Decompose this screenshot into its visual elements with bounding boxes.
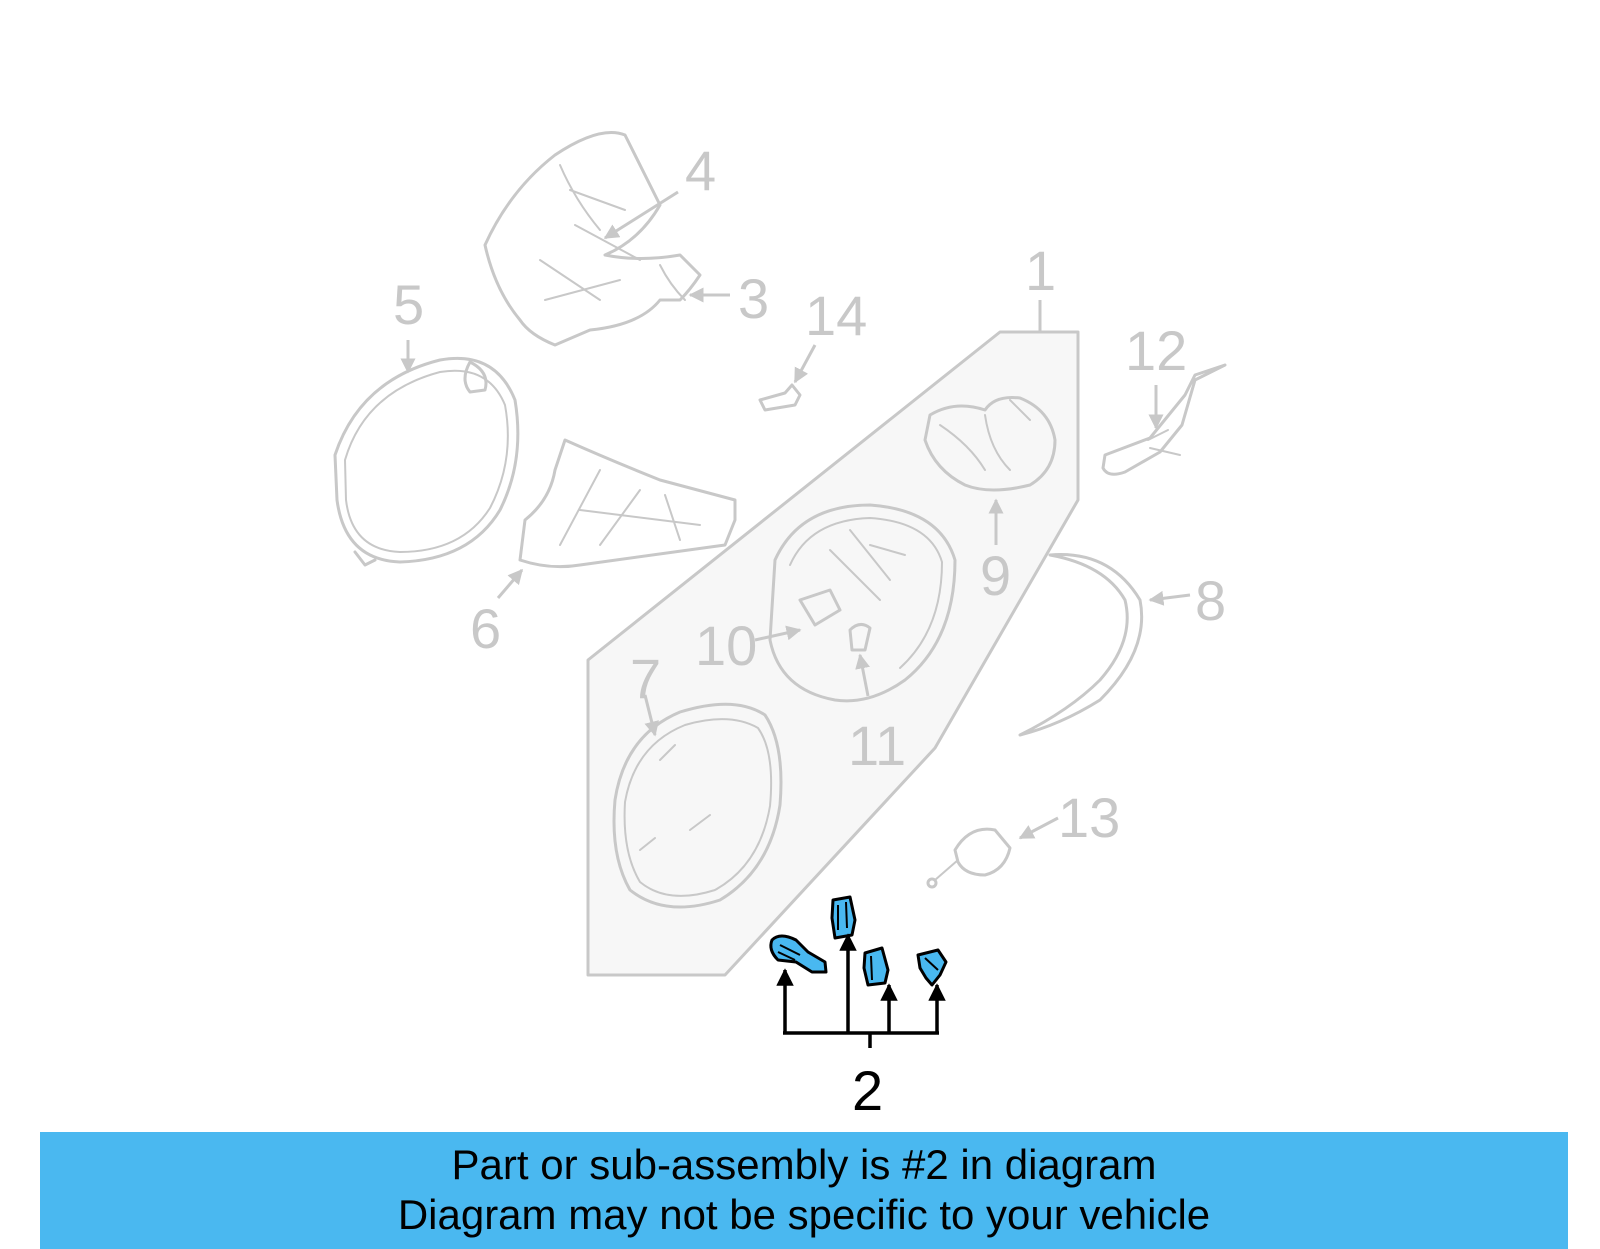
callout-7: 7 [630, 647, 661, 710]
callout-1: 1 [1025, 239, 1056, 302]
gray-leader-lines [400, 190, 1191, 840]
callout-13: 13 [1058, 786, 1120, 849]
reflector-housing [768, 503, 957, 703]
info-banner: Part or sub-assembly is #2 in diagram Di… [40, 1132, 1568, 1249]
part-13-adjuster [926, 827, 1012, 889]
callout-12: 12 [1125, 319, 1187, 382]
part-7-lens [612, 702, 783, 909]
part-2-leader-bracket [776, 933, 946, 1048]
callout-10: 10 [695, 614, 757, 677]
part-8-trim-strip [1018, 553, 1144, 737]
callout-8: 8 [1195, 569, 1226, 632]
callout-6: 6 [470, 597, 501, 660]
callout-labels: 1 2 3 4 5 6 7 8 9 10 11 12 13 14 [393, 139, 1226, 1122]
callout-14: 14 [805, 284, 867, 347]
part-2-socket-b [830, 895, 857, 940]
part-11-bulb [848, 623, 872, 652]
callout-3: 3 [738, 267, 769, 330]
banner-line-2: Diagram may not be specific to your vehi… [397, 1191, 1211, 1238]
part-2-socket-c [862, 946, 890, 987]
part-2-socket-d [916, 948, 948, 987]
part-4-housing-cover [483, 131, 702, 347]
callout-11: 11 [848, 714, 906, 777]
part-6-bracket [518, 438, 737, 569]
part-9-socket-cover [923, 396, 1057, 492]
part-5-bezel-ring [333, 356, 520, 567]
callout-2: 2 [852, 1059, 883, 1122]
part-14-screw [758, 383, 802, 412]
headlamp-assembly-outline [586, 330, 1080, 977]
part-2-bulb-sockets[interactable] [769, 895, 948, 987]
callout-5: 5 [393, 273, 424, 336]
part-10-bulb [798, 588, 842, 627]
parts-diagram: 1 2 3 4 5 6 7 8 9 10 11 12 13 14 [333, 131, 1227, 1122]
banner-line-1: Part or sub-assembly is #2 in diagram [451, 1141, 1157, 1188]
callout-9: 9 [980, 544, 1011, 607]
callout-4: 4 [685, 139, 716, 202]
part-12-marker-socket [1101, 363, 1227, 476]
